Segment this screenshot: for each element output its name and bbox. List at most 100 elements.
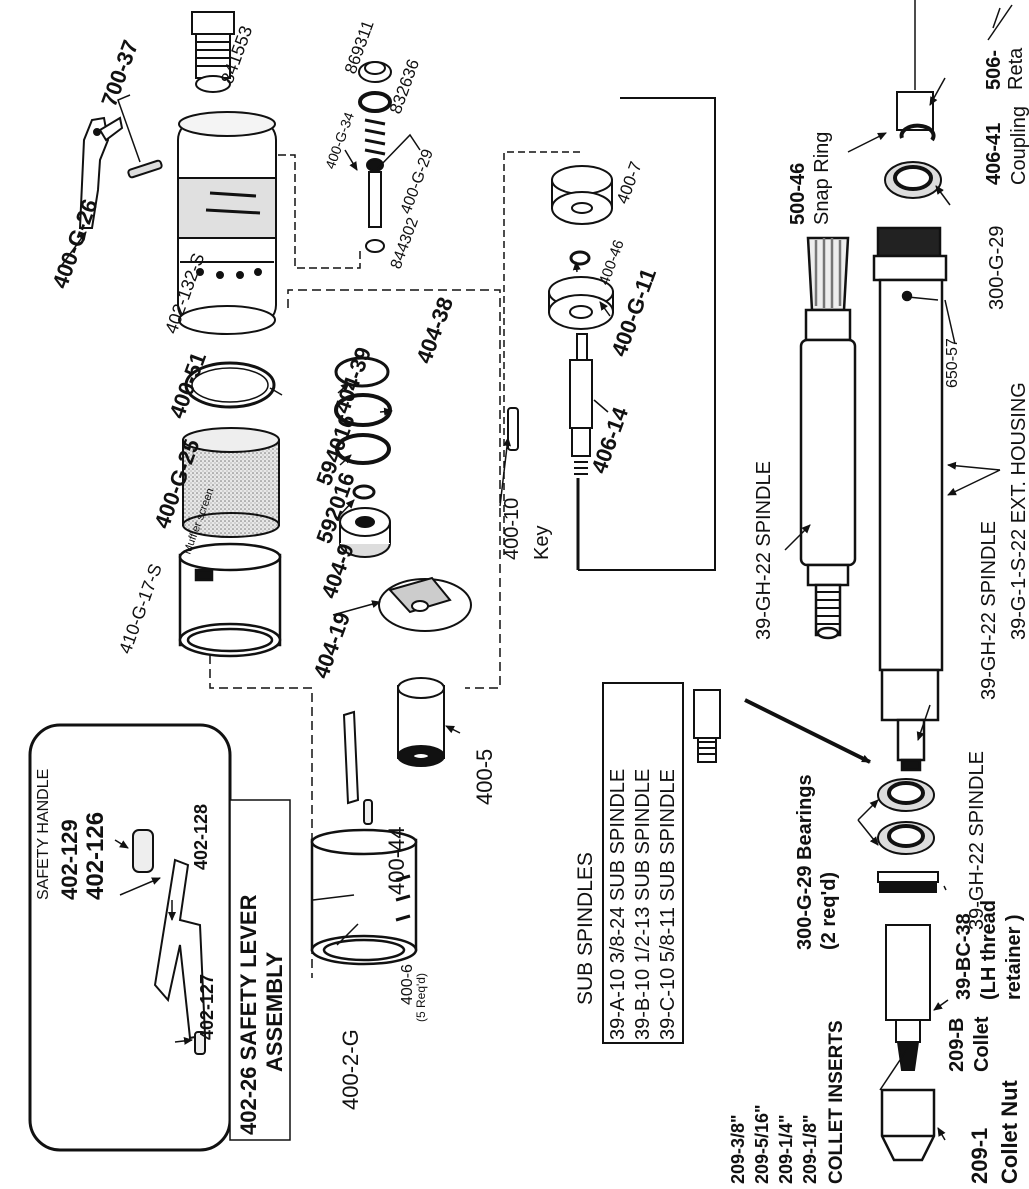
snap-ring-part (899, 123, 936, 142)
sub-spindles-box (602, 682, 684, 1044)
label-p-406-14: 406-14 (586, 403, 633, 477)
label-spindle-low: 39-GH-22 SPINDLE (966, 751, 988, 930)
connector-line (503, 151, 580, 555)
label-p-700-37: 700-37 (96, 37, 143, 110)
muffler-cap-part (178, 542, 282, 658)
pin-part (127, 159, 163, 179)
sub-spindle-icon (693, 689, 721, 763)
label-ins-2: 209-5/16" (752, 1104, 772, 1184)
bearing-part (339, 507, 391, 558)
label-p-402-129: 402-129 (57, 819, 82, 900)
label-p-400-5: 400-5 (472, 749, 497, 805)
label-ins-1: 209-3/8" (728, 1114, 748, 1184)
clip-part (352, 484, 376, 500)
lower-bearing-lower (877, 821, 935, 855)
label-p-406-41: 406-41 (983, 123, 1005, 185)
label-p-404-39: 404-39 (329, 344, 376, 417)
label-req2: (2 req'd) (818, 872, 840, 950)
collet-part (885, 924, 931, 1071)
label-safety-assembly-2: ASSEMBLY (262, 951, 287, 1072)
label-p-400-10: 400-10 (501, 498, 523, 560)
label-collet-nut: Collet Nut (997, 1079, 1022, 1184)
drive-shaft-part (569, 333, 593, 475)
label-sub-b: 39-B-10 1/2-13 SUB SPINDLE (632, 769, 654, 1040)
cylinder-part (310, 828, 418, 966)
spindle-part (799, 236, 857, 640)
label-key: Key (531, 526, 553, 560)
valve-stack-part (358, 61, 392, 253)
label-sub-spindles-title: SUB SPINDLES (574, 852, 597, 1005)
label-p-209-b: 209-B (946, 1018, 968, 1072)
connector-line (287, 289, 501, 689)
label-p-402-128: 402-128 (191, 804, 211, 870)
vane-part (342, 710, 360, 805)
safety-handle-box (28, 723, 291, 1152)
connector-line (578, 97, 716, 571)
collet-nut-part (880, 1088, 936, 1162)
label-p-400-2-g: 400-2-G (338, 1029, 363, 1110)
label-p-506: 506- (983, 50, 1005, 90)
end-plate-part (378, 576, 472, 632)
label-req5: (5 Req'd) (414, 973, 428, 1022)
muffler-screen-part (182, 427, 280, 538)
extension-housing-part (872, 226, 948, 772)
label-ins-4: 209-1/8" (800, 1114, 820, 1184)
motor-housing-part (177, 111, 277, 335)
label-p-209-1: 209-1 (967, 1128, 992, 1184)
label-reta: Reta (1005, 47, 1027, 90)
rotor-part (397, 677, 445, 767)
connector-line (278, 154, 361, 269)
dowel-pin-part (363, 799, 373, 825)
label-safety-handle: SAFETY HANDLE (35, 769, 52, 900)
bearing-part (884, 161, 942, 199)
snap-ring-small-part (569, 250, 591, 266)
label-p-410-g-17-s: 410-G-17-S (115, 561, 166, 656)
thread-retainer-part (877, 871, 939, 893)
label-p-650-57: 650-57 (944, 338, 961, 388)
label-ext-housing: 39-G-1-S-22 EXT. HOUSING (1008, 382, 1029, 640)
retaining-ring-part (334, 356, 390, 388)
label-p-400-7: 400-7 (613, 159, 646, 206)
label-p-404-38: 404-38 (411, 294, 458, 367)
label-p-832636: 832636 (386, 57, 423, 117)
label-ins-3: 209-1/4" (776, 1114, 796, 1184)
washer-part (335, 433, 391, 465)
label-sub-a: 39-A-10 3/8-24 SUB SPINDLE (607, 769, 629, 1040)
safety-lever-part (78, 116, 124, 229)
label-spindle-top: 39-GH-22 SPINDLE (753, 461, 775, 640)
label-p-844302: 844302 (388, 215, 422, 271)
label-bearings: 300-G-29 Bearings (794, 774, 816, 950)
label-p-402-126: 402-126 (82, 812, 109, 900)
label-p-400-g-29: 400-G-29 (398, 147, 437, 216)
label-retainer: retainer ) (1003, 914, 1025, 1000)
label-p-400-44: 400-44 (384, 826, 409, 895)
label-p-400-46: 400-46 (596, 238, 628, 288)
key-part (507, 407, 519, 451)
label-coupling: Coupling (1008, 106, 1029, 185)
label-snap-ring: Snap Ring (811, 132, 833, 225)
bearing-housing-part (551, 165, 613, 225)
leader-arrows (61, 4, 1013, 1141)
label-p-400-6: 400-6 (399, 964, 416, 1005)
o-ring-part (184, 361, 276, 409)
label-sub-c: 39-C-10 5/8-11 SUB SPINDLE (657, 769, 679, 1040)
lower-bearing-upper (877, 778, 935, 812)
label-p-404-9: 404-9 (316, 540, 359, 601)
label-collet-inserts: COLLET INSERTS (826, 1020, 847, 1184)
label-p-400-51: 400-51 (164, 349, 211, 422)
label-p-402-127: 402-127 (197, 974, 217, 1040)
inlet-fitting-part (191, 11, 235, 93)
label-spindle-mid: 39-GH-22 SPINDLE (978, 521, 1000, 700)
label-safety-assembly-1: 402-26 SAFETY LEVER (236, 894, 261, 1135)
label-p-404-19: 404-19 (308, 609, 355, 682)
label-collet: Collet (971, 1016, 993, 1072)
label-p-500-46: 500-46 (787, 163, 809, 225)
coupling-part (896, 91, 934, 131)
label-lh-thread: (LH thread (978, 900, 1000, 1000)
label-p-39-bc-38: 39-BC-38 (953, 913, 975, 1000)
front-bearing-part (548, 276, 614, 330)
connector-line (209, 655, 313, 978)
label-p-300-g-29: 300-G-29 (986, 226, 1008, 311)
